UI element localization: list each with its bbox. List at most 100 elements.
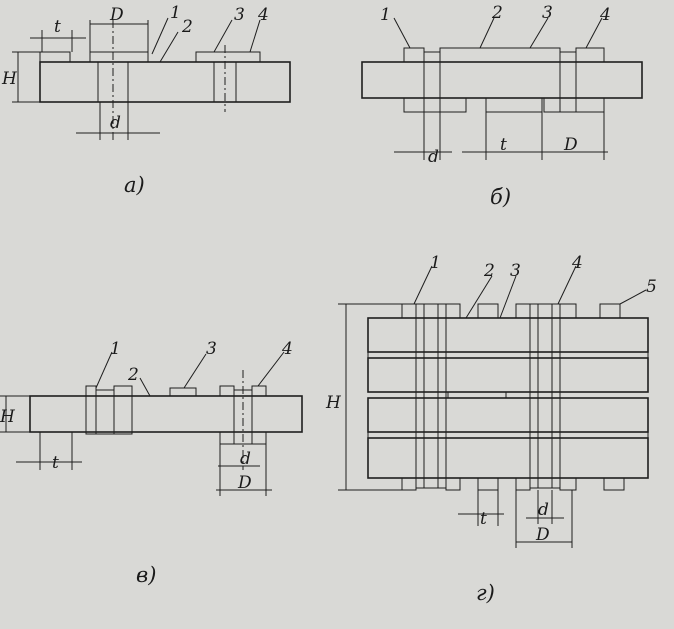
callout-a-1: 1 <box>170 3 181 23</box>
pad-g-bot-5 <box>603 477 625 491</box>
pad-g-top-2 <box>477 303 499 319</box>
callout-v-4-leader <box>257 351 285 387</box>
callout-b-2: 2 <box>491 3 503 23</box>
callout-g-4-leader <box>557 265 577 305</box>
pad-g-bot-1r <box>445 477 461 491</box>
pad-v-3 <box>169 387 197 397</box>
pad-b-bot-4b <box>575 97 605 113</box>
inner-pad-g-4 <box>367 431 417 439</box>
pad-g-top-3 <box>515 303 531 319</box>
pad-g-bot-4 <box>559 477 577 491</box>
pad-v-4b <box>219 431 235 445</box>
callout-v-2-leader <box>139 377 151 397</box>
pad-g-top-1r <box>445 303 461 319</box>
panel-b: d t D 1 2 3 4 б) <box>361 3 643 209</box>
pad-g-bot-1 <box>401 477 417 491</box>
pad-b-bot-4a <box>543 97 561 113</box>
dim-v-t: t <box>52 453 59 473</box>
pad-b-bot-1 <box>403 97 425 113</box>
callout-a-1-leader <box>151 17 169 55</box>
callout-b-4: 4 <box>599 5 611 25</box>
inner-pad-g-3 <box>559 351 649 359</box>
pad-a-left <box>39 51 71 63</box>
callout-g-1: 1 <box>430 253 441 273</box>
dim-v-H: H <box>0 407 16 427</box>
dim-v-D: D <box>237 473 252 493</box>
dim-a-H: H <box>1 69 18 89</box>
callout-a-3-leader <box>213 19 233 53</box>
dim-b-d: d <box>428 147 439 167</box>
dim-g-d: d <box>538 500 549 520</box>
inner-pad-g-1 <box>367 351 417 359</box>
board-b <box>361 61 643 99</box>
pad-v-1 <box>85 385 97 435</box>
callout-v-3-leader <box>183 353 207 389</box>
layer-g-1 <box>367 317 649 353</box>
callout-v-1-leader <box>95 351 113 389</box>
callout-g-5: 5 <box>646 277 657 297</box>
pad-g-top-4 <box>559 303 577 319</box>
callout-g-1-leader <box>413 265 433 305</box>
pad-v-4r <box>251 385 267 397</box>
board-a <box>39 61 291 103</box>
dim-v-d: d <box>240 449 251 469</box>
pad-b-bot-1b <box>439 97 467 113</box>
callout-v-4: 4 <box>281 339 293 359</box>
callout-b-3-leader <box>529 17 549 49</box>
pad-a-3 <box>195 51 261 63</box>
pad-g-bot-2 <box>477 477 499 491</box>
pad-b-top-1 <box>403 47 425 63</box>
callout-g-3: 3 <box>510 261 521 281</box>
callout-v-1: 1 <box>110 339 121 359</box>
caption-a: а) <box>124 173 145 197</box>
callout-b-3: 3 <box>542 3 553 23</box>
callout-b-4-leader <box>585 17 603 49</box>
dim-a-D: D <box>109 5 124 25</box>
callout-g-4: 4 <box>571 253 583 273</box>
callout-a-4-leader <box>249 19 261 53</box>
pad-a-1 <box>89 51 149 63</box>
caption-b: б) <box>490 185 511 209</box>
callout-g-2: 2 <box>483 261 495 281</box>
pad-g-top-1 <box>401 303 417 319</box>
panel-g: H t d D 1 2 3 4 5 г) <box>325 253 657 605</box>
pad-b-top-4 <box>575 47 605 63</box>
hole-g-1-plating <box>415 303 447 489</box>
callout-g-3-leader <box>499 275 517 319</box>
callout-v-2: 2 <box>127 365 139 385</box>
layer-g-4 <box>367 437 649 479</box>
dim-g-D: D <box>535 525 550 545</box>
hole-g-4-plating <box>529 303 561 489</box>
pad-v-4 <box>219 385 235 397</box>
callout-g-5-leader <box>619 289 647 305</box>
callout-a-2-leader <box>159 31 179 63</box>
hole-b-1 <box>423 51 441 113</box>
dim-a-t: t <box>54 17 61 37</box>
dim-b-D: D <box>563 135 578 155</box>
pad-g-top-5 <box>599 303 621 319</box>
callout-b-1-leader <box>393 17 411 49</box>
hole-b-4 <box>559 51 577 113</box>
pad-b-top-2 <box>439 47 561 63</box>
layer-g-2 <box>367 357 649 393</box>
caption-g: г) <box>476 581 495 605</box>
dim-a-d: d <box>110 113 121 133</box>
pad-v-4br <box>251 431 267 445</box>
callout-a-3: 3 <box>234 5 245 25</box>
dim-g-H: H <box>325 393 342 413</box>
hole-g-4 <box>537 303 553 489</box>
pad-g-bot-3 <box>515 477 531 491</box>
layer-g-3 <box>367 397 649 433</box>
callout-a-2: 2 <box>181 17 193 37</box>
callout-g-2-leader <box>465 275 493 319</box>
caption-v: в) <box>136 563 156 587</box>
panel-a: D t H d 1 2 3 4 а) <box>1 3 291 197</box>
dim-b-t: t <box>500 135 507 155</box>
inner-pad-g-5 <box>559 431 649 439</box>
panel-v: H t d D 1 2 3 4 в) <box>0 339 303 587</box>
hole-g-1 <box>423 303 439 489</box>
pad-v-1r <box>113 385 133 435</box>
inner-pad-g-2 <box>447 391 507 399</box>
